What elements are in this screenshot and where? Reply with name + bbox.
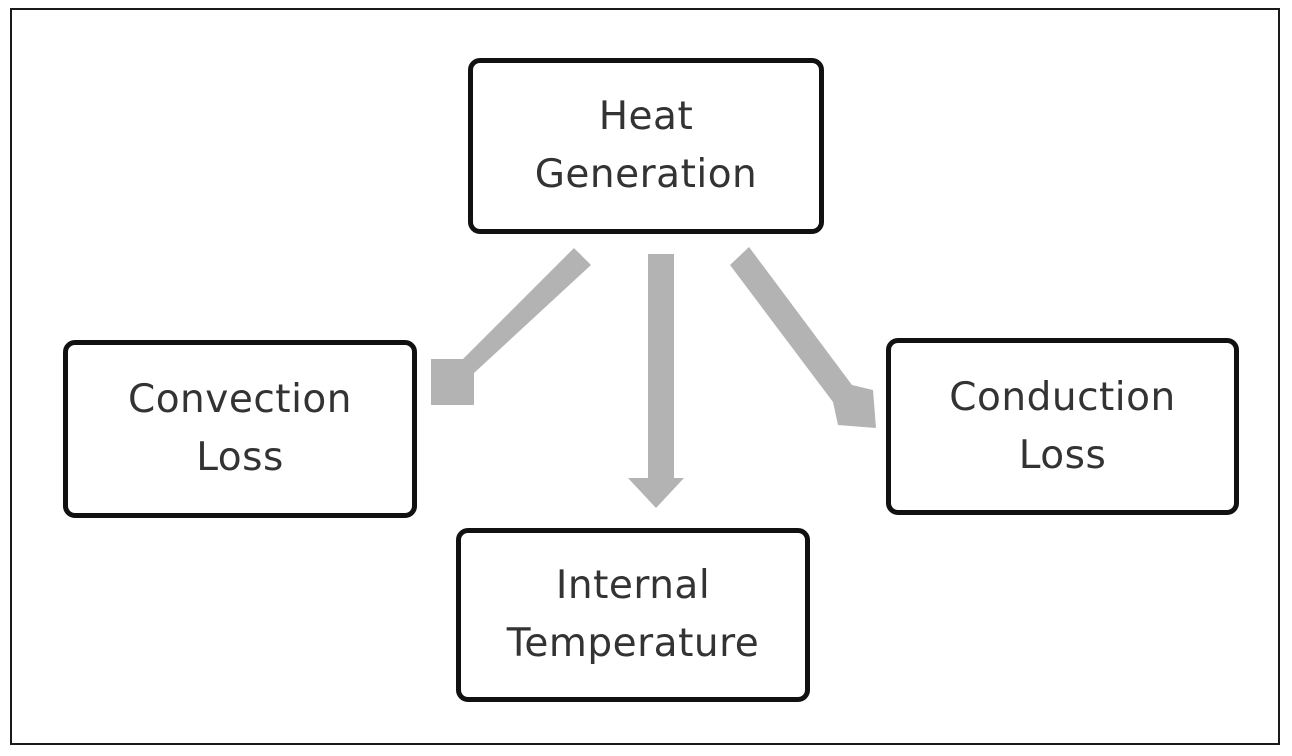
convection-loss-line1: Convection [127, 377, 353, 422]
heat-generation-line2: Generation [534, 152, 758, 197]
conduction-loss-line1: Conduction [949, 374, 1176, 420]
internal-temperature-line2: Temperature [506, 621, 760, 666]
convection-loss-box: Convection Loss [63, 340, 417, 518]
heat-generation-line1: Heat [598, 94, 694, 139]
arrow-to-internal-temperature [628, 254, 684, 508]
arrow-to-conduction-loss [730, 247, 876, 428]
conduction-loss-box: Conduction Loss [886, 338, 1239, 515]
internal-temperature-box: Internal Temperature [456, 528, 810, 702]
heat-generation-box: Heat Generation [468, 58, 824, 234]
convection-loss-line2: Loss [196, 435, 284, 480]
conduction-loss-line2: Loss [1018, 432, 1107, 478]
internal-temperature-line1: Internal [555, 563, 711, 608]
arrow-to-convection-loss [431, 248, 591, 405]
